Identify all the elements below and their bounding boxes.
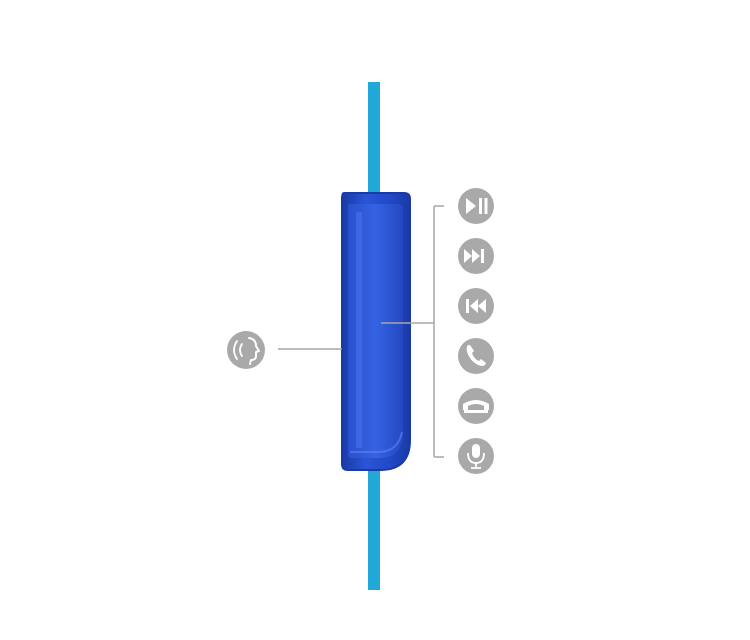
cable-bottom bbox=[368, 462, 380, 590]
end-call-icon bbox=[458, 388, 494, 424]
remote-bottom-bevel bbox=[350, 431, 403, 453]
voice-assistant-icon bbox=[227, 331, 265, 369]
next-track-icon bbox=[458, 238, 494, 274]
right-bracket-connector bbox=[381, 205, 444, 458]
microphone-icon bbox=[458, 438, 494, 474]
remote-highlight bbox=[356, 212, 362, 448]
remote-face-panel bbox=[348, 204, 403, 458]
answer-call-icon bbox=[458, 338, 494, 374]
cable-top bbox=[368, 82, 380, 202]
previous-track-icon bbox=[458, 288, 494, 324]
play-pause-icon bbox=[458, 188, 494, 224]
inline-remote bbox=[341, 192, 411, 471]
